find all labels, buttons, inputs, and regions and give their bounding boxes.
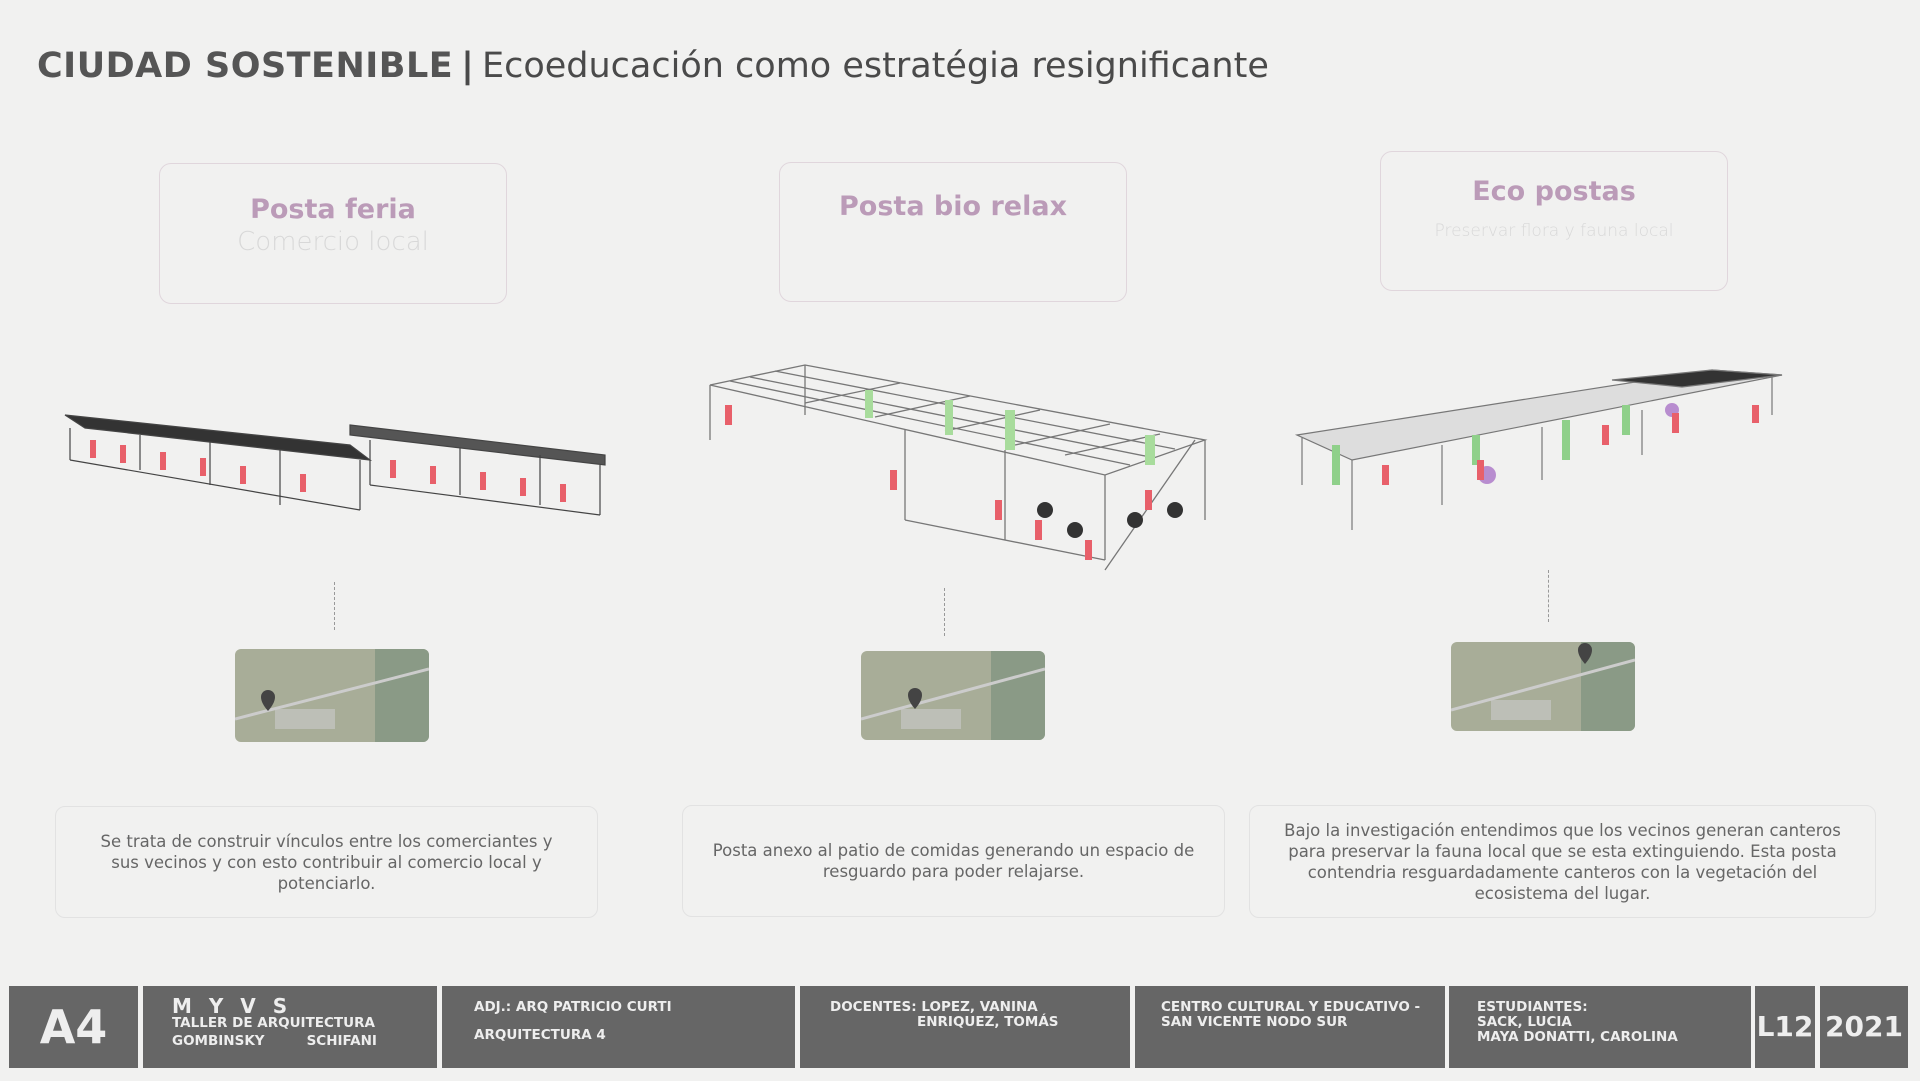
footer-year: 2021: [1820, 986, 1908, 1068]
connector-line: [334, 582, 335, 630]
posta-feria-card: Posta feria Comercio local: [159, 163, 507, 304]
posta-bio-relax-axonometric: [709, 364, 1208, 571]
eco-postas-card: Eco postas Preservar flora y fauna local: [1380, 151, 1728, 291]
student-name: MAYA DONATTI, CAROLINA: [1477, 1029, 1678, 1045]
posta-bio-relax-card: Posta bio relax: [779, 162, 1127, 302]
title-subtitle: Ecoeducación como estratégia resignifica…: [481, 46, 1269, 86]
location-map: [235, 649, 429, 742]
studio-name: M Y V S: [172, 994, 293, 1018]
eco-postas-axonometric: [1294, 369, 1783, 530]
connector-line: [944, 588, 945, 636]
project-line: CENTRO CULTURAL Y EDUCATIVO -: [1161, 999, 1421, 1015]
docentes-line: ENRIQUEZ, TOMÁS: [917, 1014, 1059, 1030]
card-title: Posta feria: [250, 194, 416, 225]
map-pin-icon: [908, 688, 922, 709]
posta-feria-description: Se trata de construir vínculos entre los…: [55, 806, 598, 918]
footer-adj: ADJ.: ARQ PATRICIO CURTI ARQUITECTURA 4: [442, 986, 795, 1068]
title-bold: CIUDAD SOSTENIBLE: [37, 46, 454, 86]
description-text: Posta anexo al patio de comidas generand…: [712, 841, 1195, 881]
location-map: [861, 651, 1045, 740]
student-name: SACK, LUCIA: [1477, 1014, 1572, 1030]
adj-subject: ARQUITECTURA 4: [474, 1027, 606, 1043]
docentes-line: DOCENTES: LOPEZ, VANINA: [830, 999, 1038, 1015]
map-pin-icon: [261, 690, 275, 711]
card-title: Eco postas: [1472, 176, 1636, 207]
eco-postas-description: Bajo la investigación entendimos que los…: [1249, 805, 1876, 918]
title-separator: |: [461, 46, 474, 86]
footer-sheet-number: L12: [1755, 986, 1815, 1068]
footer-students: ESTUDIANTES: SACK, LUCIA MAYA DONATTI, C…: [1449, 986, 1751, 1068]
card-subtitle: Preservar flora y fauna local: [1434, 221, 1674, 241]
project-line: SAN VICENTE NODO SUR: [1161, 1014, 1348, 1030]
map-pin-icon: [1578, 643, 1592, 664]
students-label: ESTUDIANTES:: [1477, 999, 1588, 1015]
posta-feria-axonometric: [64, 414, 606, 516]
location-map: [1451, 642, 1635, 731]
footer-docentes: DOCENTES: LOPEZ, VANINA ENRIQUEZ, TOMÁS: [800, 986, 1130, 1068]
description-text: Se trata de construir vínculos entre los…: [100, 831, 553, 893]
card-title: Posta bio relax: [839, 191, 1067, 222]
footer-sheet: A4: [9, 986, 138, 1068]
card-subtitle: Comercio local: [237, 227, 429, 257]
description-text: Bajo la investigación entendimos que los…: [1284, 820, 1841, 903]
posta-bio-relax-description: Posta anexo al patio de comidas generand…: [682, 805, 1225, 917]
footer-studio: M Y V S TALLER DE ARQUITECTURA GOMBINSKY…: [143, 986, 437, 1068]
studio-right: SCHIFANI: [306, 1033, 377, 1049]
page-title: CIUDAD SOSTENIBLE|Ecoeducación como estr…: [37, 46, 1269, 86]
adj-line: ADJ.: ARQ PATRICIO CURTI: [474, 999, 672, 1015]
studio-line: TALLER DE ARQUITECTURA: [172, 1015, 375, 1031]
studio-left: GOMBINSKY: [172, 1033, 265, 1049]
connector-line: [1548, 570, 1549, 622]
footer-project: CENTRO CULTURAL Y EDUCATIVO - SAN VICENT…: [1135, 986, 1445, 1068]
